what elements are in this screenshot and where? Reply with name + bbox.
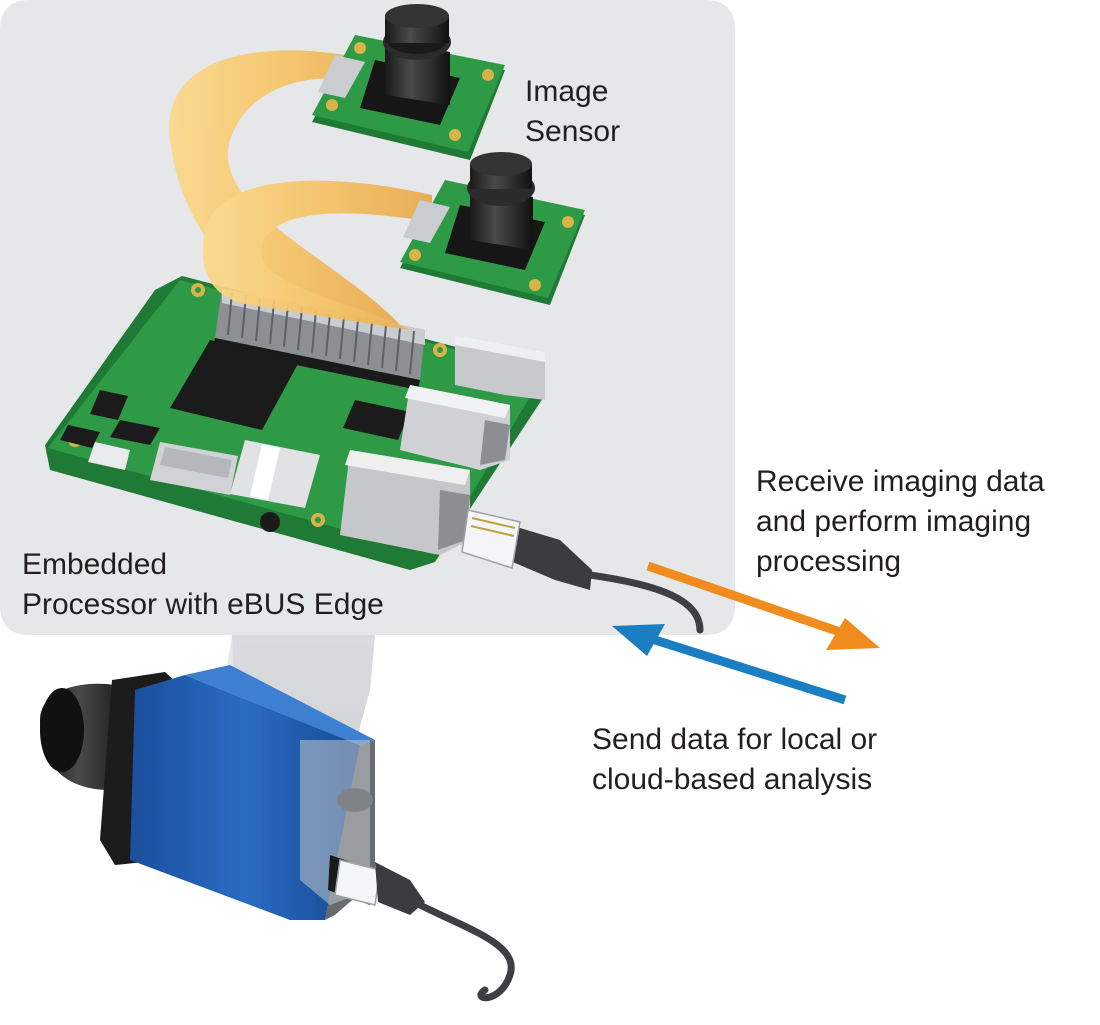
label-send-line-2: cloud-based analysis [592,763,873,796]
label-receive-line-2: and perform imaging [756,505,1032,538]
arrow-send [612,624,847,705]
label-embedded-processor-line-1: Embedded [22,548,168,581]
label-receive: Receive imaging data and perform imaging… [756,462,1045,582]
label-receive-line-3: processing [756,545,902,578]
ribbon-cables [169,50,432,330]
image-sensor-bottom [400,152,585,305]
ethernet-cable-camera [334,859,515,1002]
label-receive-line-1: Receive imaging data [756,465,1045,498]
label-image-sensor-line-2: Sensor [525,115,621,148]
image-sensor-top [312,4,505,160]
label-image-sensor: Image Sensor [525,72,620,152]
label-image-sensor-line-1: Image [525,75,609,108]
arrow-receive [646,561,880,650]
label-embedded-processor-line-2: Processor with eBUS Edge [22,588,384,621]
label-send-line-1: Send data for local or [592,723,878,756]
label-send: Send data for local or cloud-based analy… [592,720,877,800]
ethernet-cable-board [461,509,704,634]
label-embedded-processor: Embedded Processor with eBUS Edge [22,545,384,625]
embedded-processor-board [45,276,545,570]
